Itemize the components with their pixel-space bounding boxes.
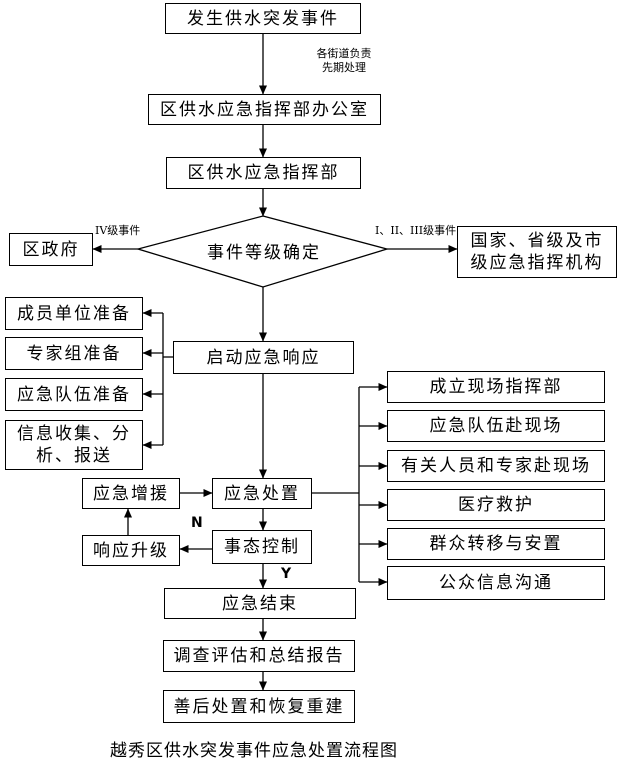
handling-box: 应急处置 [212, 478, 312, 509]
upgrade-box: 响应升级 [82, 535, 180, 566]
evacuation-box: 群众转移与安置 [387, 528, 605, 560]
yes-label: Y [281, 566, 292, 582]
decision-label: 事件等级确定 [207, 243, 321, 263]
no-label: N [191, 515, 203, 531]
reinforce-box: 应急增援 [82, 478, 180, 509]
onsite-hq-box: 成立现场指挥部 [387, 371, 605, 403]
control-box: 事态控制 [212, 530, 312, 564]
level123-label: I、II、III级事件 [375, 224, 457, 237]
team-to-site-box: 应急队伍赴现场 [387, 410, 605, 442]
staff-to-site-box: 有关人员和专家赴现场 [387, 450, 605, 482]
recovery-box: 善后处置和恢复重建 [163, 690, 355, 723]
hq-box: 区供水应急指挥部 [166, 157, 361, 189]
team-prep-box: 应急队伍准备 [5, 378, 143, 411]
district-gov-box: 区政府 [9, 233, 93, 266]
diagram-caption: 越秀区供水突发事件应急处置流程图 [110, 741, 398, 761]
info-collect-box: 信息收集、分析、报送 [5, 420, 143, 470]
public-info-box: 公众信息沟通 [387, 566, 605, 600]
evaluation-box: 调查评估和总结报告 [163, 640, 355, 672]
expert-prep-box: 专家组准备 [5, 337, 143, 370]
office-box: 区供水应急指挥部办公室 [148, 94, 381, 125]
start-response-box: 启动应急响应 [173, 341, 354, 374]
higher-orgs-box: 国家、省级及市级应急指挥机构 [457, 226, 617, 278]
street-first-label: 各街道负责先期处理 [316, 47, 372, 74]
member-prep-box: 成员单位准备 [5, 297, 143, 330]
level4-label: IV级事件 [95, 224, 141, 237]
incident-box: 发生供水突发事件 [165, 3, 361, 34]
end-box: 应急结束 [164, 588, 356, 619]
medical-box: 医疗救护 [387, 489, 605, 521]
